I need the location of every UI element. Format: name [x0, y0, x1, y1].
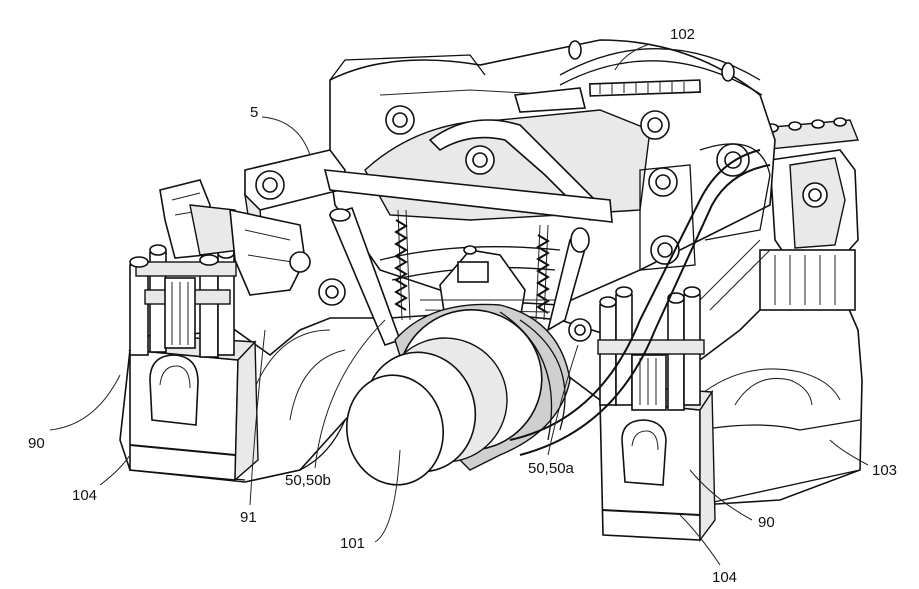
label-104-left: 104: [72, 487, 97, 504]
leader-5: [262, 117, 310, 155]
label-50-50a: 50,50a: [528, 460, 575, 477]
label-101: 101: [340, 535, 365, 552]
label-102: 102: [670, 26, 695, 43]
label-103: 103: [872, 462, 897, 479]
label-5: 5: [250, 104, 258, 121]
label-90-left: 90: [28, 435, 45, 452]
label-50-50b: 50,50b: [285, 472, 331, 489]
label-90-right: 90: [758, 514, 775, 531]
leader-90-left: [50, 375, 120, 430]
leader-104-left: [100, 455, 130, 485]
label-104-right: 104: [712, 569, 737, 586]
upper-frame: [330, 40, 775, 305]
label-91: 91: [240, 509, 257, 526]
